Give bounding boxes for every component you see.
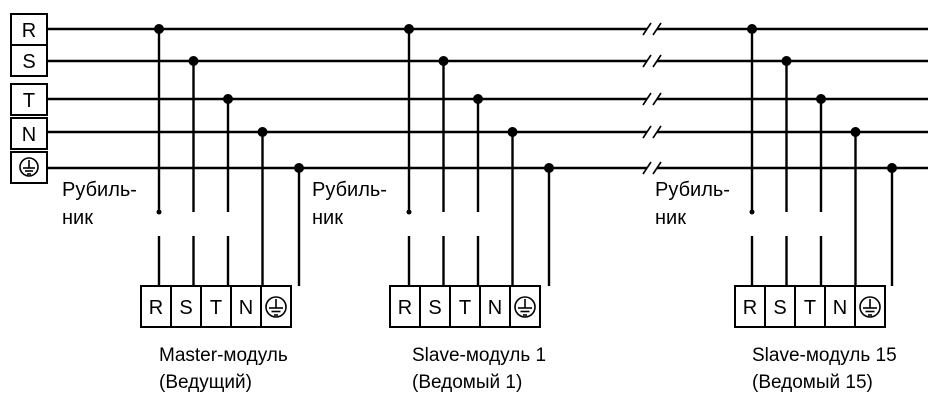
switch-contact [156,209,162,215]
bus-label-r: R [22,20,36,42]
terminal-label: N [833,297,847,319]
bus-label-n: N [22,124,36,146]
terminal-label: S [428,297,441,319]
bus-label-boxes: R S T N [10,13,48,184]
switch-contact [406,209,412,215]
terminal-label: T [804,297,816,319]
bus-box-s [10,44,48,77]
switch-label-line1: Рубиль- [655,179,730,201]
bus-break-mark [652,92,662,106]
bus-break-mark [642,54,652,68]
terminal-label: R [743,297,757,319]
terminal-cell [230,285,262,328]
bus-break-mark [652,54,662,68]
ground-icon [859,296,881,318]
ground-icon [514,296,536,318]
switch-label-line2: ник [312,207,343,229]
module-caption-line2: (Ведомый 15) [752,372,873,393]
terminal-label: S [179,297,192,319]
terminal-label: S [773,297,786,319]
bus-label-t: T [23,90,35,112]
bus-box-t [10,83,48,116]
bus-break-mark [642,92,652,106]
terminal-label: R [398,297,412,319]
bus-break-mark [642,161,652,175]
terminal-cell [389,285,421,328]
module-caption-line2: (Ведомый 1) [412,372,522,393]
bus-box-n [10,117,48,150]
bus-label-s: S [22,51,35,73]
ground-icon [19,157,39,177]
terminal-label: T [210,297,222,319]
switch-label-line2: ник [62,207,93,229]
terminal-cell [449,285,481,328]
switch-label-line1: Рубиль- [312,179,387,201]
terminal-label: T [459,297,471,319]
module-caption-line1: Master-модуль [159,345,288,366]
bus-break-mark [652,161,662,175]
terminal-label: R [149,297,163,319]
terminal-label: N [239,297,253,319]
module-caption-line1: Slave-модуль 1 [412,345,546,366]
terminal-cell [200,285,232,328]
terminal-cell [734,285,766,328]
switch-label-line1: Рубиль- [62,179,137,201]
switch-label-line2: ник [655,207,686,229]
bus-break-mark [642,125,652,139]
bus-break-mark [652,22,662,36]
bus-break-mark [642,22,652,36]
ground-icon [265,296,287,318]
module-caption-line2: (Ведущий) [159,372,252,393]
terminal-cell [764,285,796,328]
terminal-label: N [488,297,502,319]
bus-lines [47,22,928,175]
switch-contact [749,209,755,215]
terminal-cell [419,285,451,328]
terminal-cell [824,285,856,328]
module-caption-line1: Slave-модуль 15 [752,345,897,366]
bus-break-mark [652,125,662,139]
